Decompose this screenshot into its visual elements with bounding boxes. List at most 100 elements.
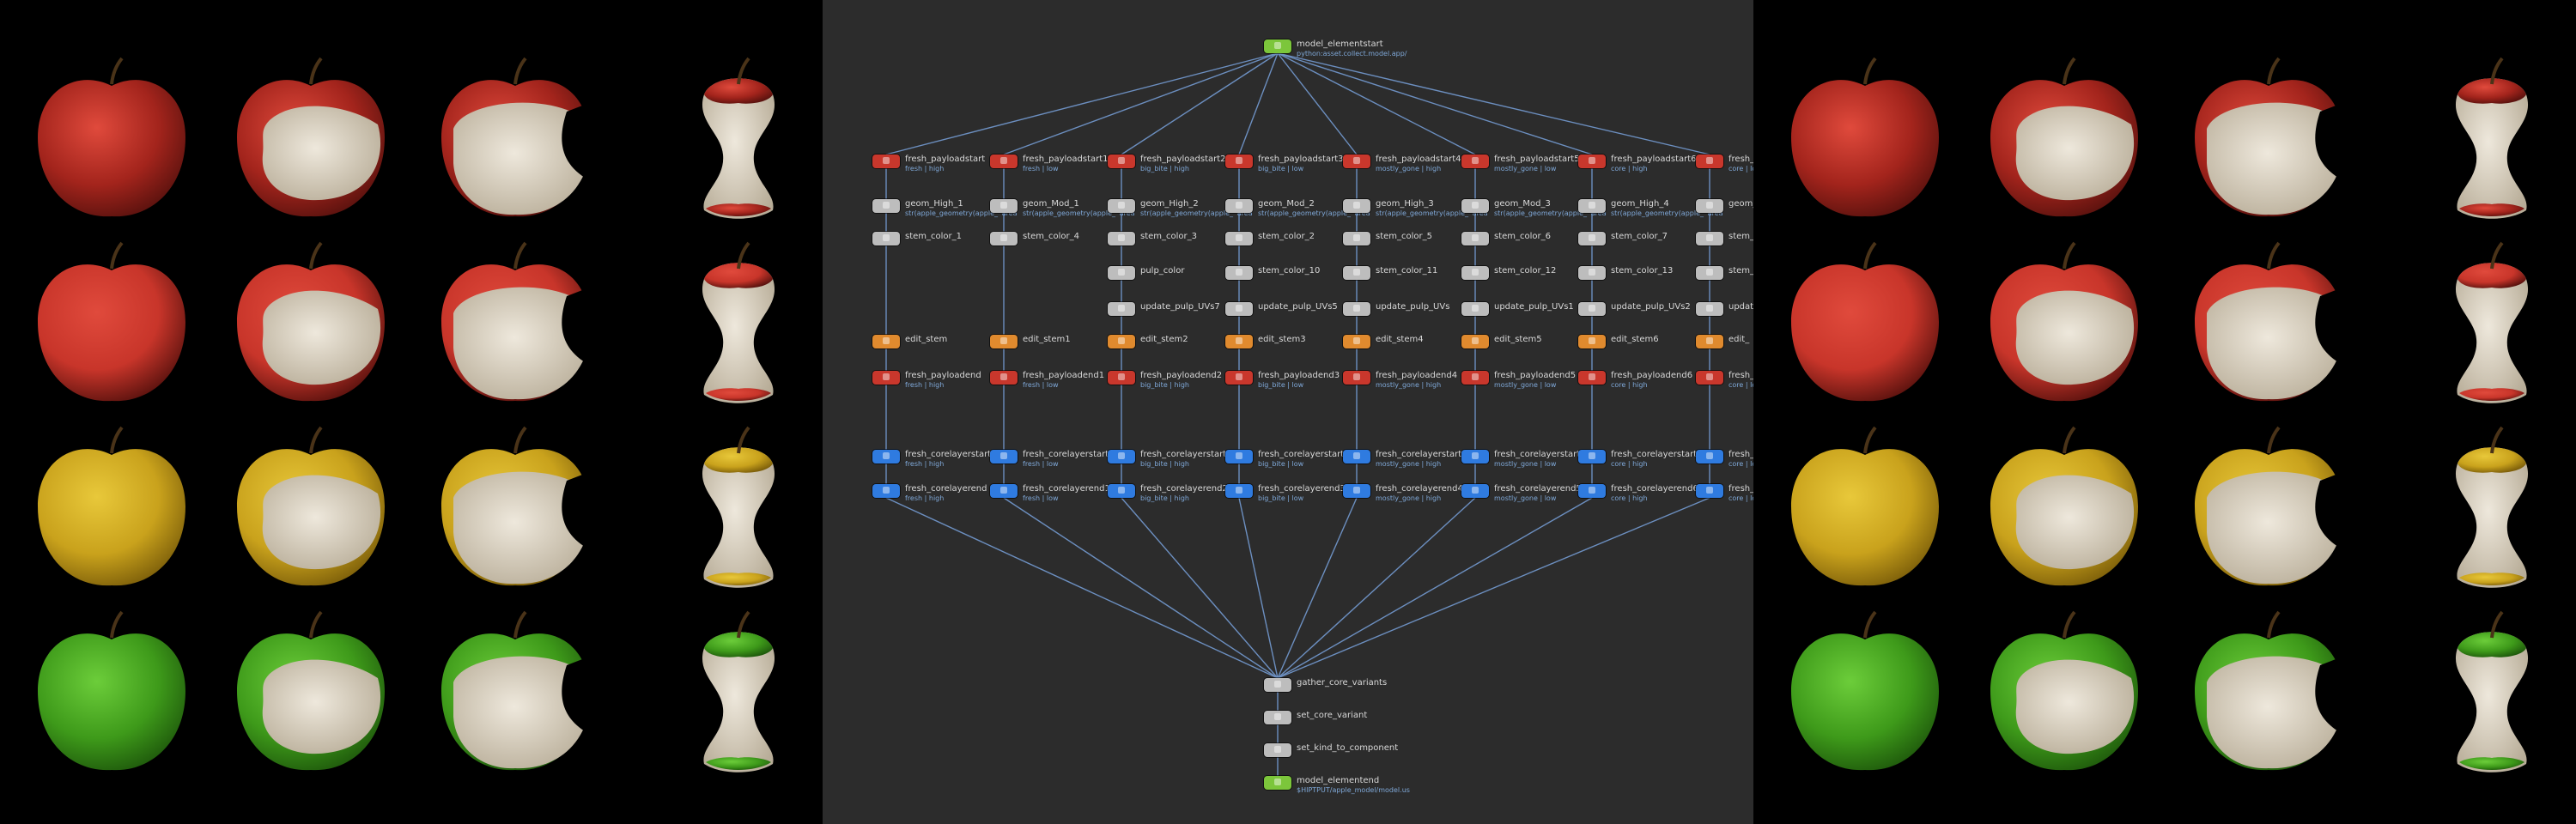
node-payloadend-3-icon[interactable] (1225, 371, 1253, 385)
node-edit-stem-2-icon[interactable] (1108, 335, 1135, 348)
node-update-pulp-7-icon[interactable] (1696, 302, 1723, 316)
node-edit-stem-3-icon[interactable] (1225, 335, 1253, 348)
node-payloadend-6-icon[interactable] (1578, 371, 1606, 385)
node-pulp-color-7-icon[interactable] (1696, 266, 1723, 280)
node-corelayerstart-5-icon[interactable] (1461, 450, 1489, 464)
node-update-pulp-6-icon[interactable] (1578, 302, 1606, 316)
node-payloadend-1-icon[interactable] (990, 371, 1018, 385)
node-geom-7-label: geom_ (1728, 199, 1753, 209)
wire (1277, 52, 1710, 155)
node-geom-0-icon[interactable] (872, 199, 900, 213)
node-geom-6-icon[interactable] (1578, 199, 1606, 213)
wire (1277, 497, 1476, 679)
node-corelayerend-6-sub: core | high (1611, 494, 1648, 502)
node-geom-4-icon[interactable] (1343, 199, 1370, 213)
apple-red-more_bitten (2183, 236, 2354, 411)
node-edit-stem-7-icon[interactable] (1696, 335, 1723, 348)
apple-green-whole (1779, 605, 1951, 780)
node-geom-3-icon[interactable] (1225, 199, 1253, 213)
node-corelayerstart-0-label: fresh_corelayerstart (905, 450, 992, 459)
node-model-elementstart-label: model_elementstart (1297, 39, 1383, 49)
node-corelayerend-0-icon[interactable] (872, 484, 900, 498)
node-pulp-color-6-icon[interactable] (1578, 266, 1606, 280)
node-corelayerstart-0-icon[interactable] (872, 450, 900, 464)
node-corelayerstart-1-icon[interactable] (990, 450, 1018, 464)
node-payloadstart-3-label: fresh_payloadstart3 (1258, 154, 1344, 164)
node-stem-color-3-label: stem_color_2 (1258, 232, 1315, 241)
node-update-pulp-4-icon[interactable] (1343, 302, 1370, 316)
node-corelayerend-4-sub: mostly_gone | high (1376, 494, 1442, 502)
node-payloadend-5-icon[interactable] (1461, 371, 1489, 385)
node-corelayerend-2-icon[interactable] (1108, 484, 1135, 498)
node-stem-color-0-icon[interactable] (872, 232, 900, 245)
node-geom-2-icon[interactable] (1108, 199, 1135, 213)
node-corelayerend-1-icon[interactable] (990, 484, 1018, 498)
node-payloadstart-5-icon[interactable] (1461, 154, 1489, 168)
wire (1121, 497, 1279, 679)
node-payloadstart-6-icon[interactable] (1578, 154, 1606, 168)
node-corelayerstart-7-icon[interactable] (1696, 450, 1723, 464)
node-stem-color-4-icon[interactable] (1343, 232, 1370, 245)
node-model-elementstart-icon[interactable] (1264, 39, 1291, 53)
node-stem-color-6-icon[interactable] (1578, 232, 1606, 245)
node-geom-0-sub: str(apple_geometry(apple_ 'area (905, 209, 1018, 217)
node-stem-color-4-label: stem_color_5 (1376, 232, 1433, 241)
node-edit-stem-1-icon[interactable] (990, 335, 1018, 348)
node-payloadstart-4-icon[interactable] (1343, 154, 1370, 168)
node-edit-stem-1-label: edit_stem1 (1023, 335, 1071, 344)
node-payloadstart-3-icon[interactable] (1225, 154, 1253, 168)
node-corelayerstart-4-sub: mostly_gone | high (1376, 460, 1442, 468)
wire (1277, 52, 1593, 155)
node-model-elementend-label: model_elementend (1297, 776, 1380, 785)
node-stem-color-5-icon[interactable] (1461, 232, 1489, 245)
node-corelayerend-5-icon[interactable] (1461, 484, 1489, 498)
node-pulp-color-4-icon[interactable] (1343, 266, 1370, 280)
node-payloadstart-6-sub: core | high (1611, 165, 1648, 173)
node-payloadend-2-icon[interactable] (1108, 371, 1135, 385)
node-corelayerend-4-icon[interactable] (1343, 484, 1370, 498)
node-corelayerend-6-icon[interactable] (1578, 484, 1606, 498)
node-payloadstart-0-icon[interactable] (872, 154, 900, 168)
node-payloadend-0-icon[interactable] (872, 371, 900, 385)
node-payloadend-4-icon[interactable] (1343, 371, 1370, 385)
apple-red_dark-core (653, 52, 824, 227)
node-payloadstart-1-label: fresh_payloadstart1 (1023, 154, 1109, 164)
node-stem-color-3-icon[interactable] (1225, 232, 1253, 245)
node-stem-color-7-icon[interactable] (1696, 232, 1723, 245)
node-set-core-variant-icon[interactable] (1264, 711, 1291, 724)
node-pulp-color-2-icon[interactable] (1108, 266, 1135, 280)
node-set-kind-to-component-icon[interactable] (1264, 743, 1291, 757)
node-geom-7-icon[interactable] (1696, 199, 1723, 213)
node-payloadstart-5-label: fresh_payloadstart5 (1494, 154, 1580, 164)
node-pulp-color-3-icon[interactable] (1225, 266, 1253, 280)
node-edit-stem-6-icon[interactable] (1578, 335, 1606, 348)
node-corelayerstart-3-icon[interactable] (1225, 450, 1253, 464)
node-pulp-color-5-icon[interactable] (1461, 266, 1489, 280)
node-payloadstart-1-icon[interactable] (990, 154, 1018, 168)
node-edit-stem-4-icon[interactable] (1343, 335, 1370, 348)
node-update-pulp-3-icon[interactable] (1225, 302, 1253, 316)
node-gather-core-variants-icon[interactable] (1264, 678, 1291, 692)
node-edit-stem-0-icon[interactable] (872, 335, 900, 348)
node-corelayerstart-4-icon[interactable] (1343, 450, 1370, 464)
node-stem-color-1-icon[interactable] (990, 232, 1018, 245)
node-corelayerstart-2-icon[interactable] (1108, 450, 1135, 464)
node-corelayerend-7-icon[interactable] (1696, 484, 1723, 498)
node-payloadend-1-sub: fresh | low (1023, 381, 1059, 389)
node-geom-1-label: geom_Mod_1 (1023, 199, 1079, 209)
node-payloadend-7-icon[interactable] (1696, 371, 1723, 385)
node-payloadstart-5-sub: mostly_gone | low (1494, 165, 1557, 173)
node-corelayerstart-6-icon[interactable] (1578, 450, 1606, 464)
node-geom-1-icon[interactable] (990, 199, 1018, 213)
node-payloadstart-2-icon[interactable] (1108, 154, 1135, 168)
node-stem-color-2-icon[interactable] (1108, 232, 1135, 245)
node-model-elementstart-sub: python:asset.collect.model.app/ (1297, 50, 1407, 58)
node-edit-stem-5-icon[interactable] (1461, 335, 1489, 348)
node-corelayerend-3-icon[interactable] (1225, 484, 1253, 498)
node-update-pulp-2-icon[interactable] (1108, 302, 1135, 316)
node-geom-5-icon[interactable] (1461, 199, 1489, 213)
node-payloadstart-7-icon[interactable] (1696, 154, 1723, 168)
node-model-elementend-icon[interactable] (1264, 776, 1291, 790)
node-update-pulp-5-icon[interactable] (1461, 302, 1489, 316)
node-payloadstart-2-label: fresh_payloadstart2 (1140, 154, 1226, 164)
